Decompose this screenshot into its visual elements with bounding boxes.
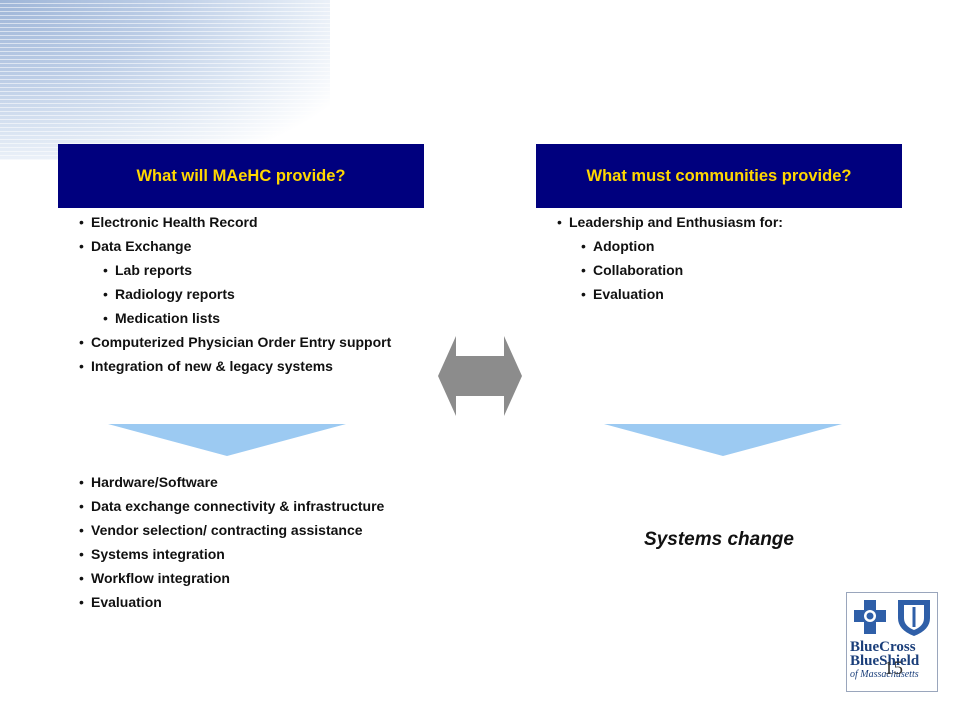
list-item: Leadership and Enthusiasm for: (557, 214, 887, 231)
logo-line-1: BlueCross (850, 639, 916, 655)
list-item: Electronic Health Record (79, 214, 409, 231)
list-item: Workflow integration (79, 570, 419, 587)
down-triangle-right-icon (604, 424, 842, 456)
list-item: Lab reports (103, 262, 409, 279)
logo-text: BlueCross BlueShield of Massachusetts (850, 640, 938, 682)
maehc-provides-list: Electronic Health Record Data Exchange L… (79, 214, 409, 382)
list-item: Vendor selection/ contracting assistance (79, 522, 419, 539)
list-item: Medication lists (103, 310, 409, 327)
page-number: 15 (884, 658, 903, 679)
list-item: Systems integration (79, 546, 419, 563)
list-item: Adoption (581, 238, 887, 255)
list-item: Evaluation (79, 594, 419, 611)
communities-provide-list: Leadership and Enthusiasm for: Adoption … (557, 214, 887, 310)
list-item: Collaboration (581, 262, 887, 279)
header-communities-provide: What must communities provide? (536, 144, 902, 208)
list-item: Data Exchange (79, 238, 409, 255)
bluecross-blueshield-logo (846, 592, 938, 692)
list-item: Hardware/Software (79, 474, 419, 491)
maehc-deliverables-list: Hardware/Software Data exchange connecti… (79, 474, 419, 618)
list-item: Integration of new & legacy systems (79, 358, 409, 375)
down-triangle-left-icon (108, 424, 346, 456)
logo-line-2: BlueShield (850, 653, 920, 669)
logo-line-3: of Massachusetts (850, 669, 919, 680)
header-maehc-provides: What will MAeHC provide? (58, 144, 424, 208)
systems-change-outcome: Systems change (644, 529, 794, 550)
list-item: Radiology reports (103, 286, 409, 303)
header-left-title: What will MAeHC provide? (136, 166, 346, 185)
list-item: Computerized Physician Order Entry suppo… (79, 334, 409, 351)
header-right-title: What must communities provide? (586, 166, 852, 185)
list-item: Evaluation (581, 286, 887, 303)
list-item: Data exchange connectivity & infrastruct… (79, 498, 419, 515)
double-arrow-icon (438, 336, 522, 416)
corner-decoration (0, 0, 330, 160)
